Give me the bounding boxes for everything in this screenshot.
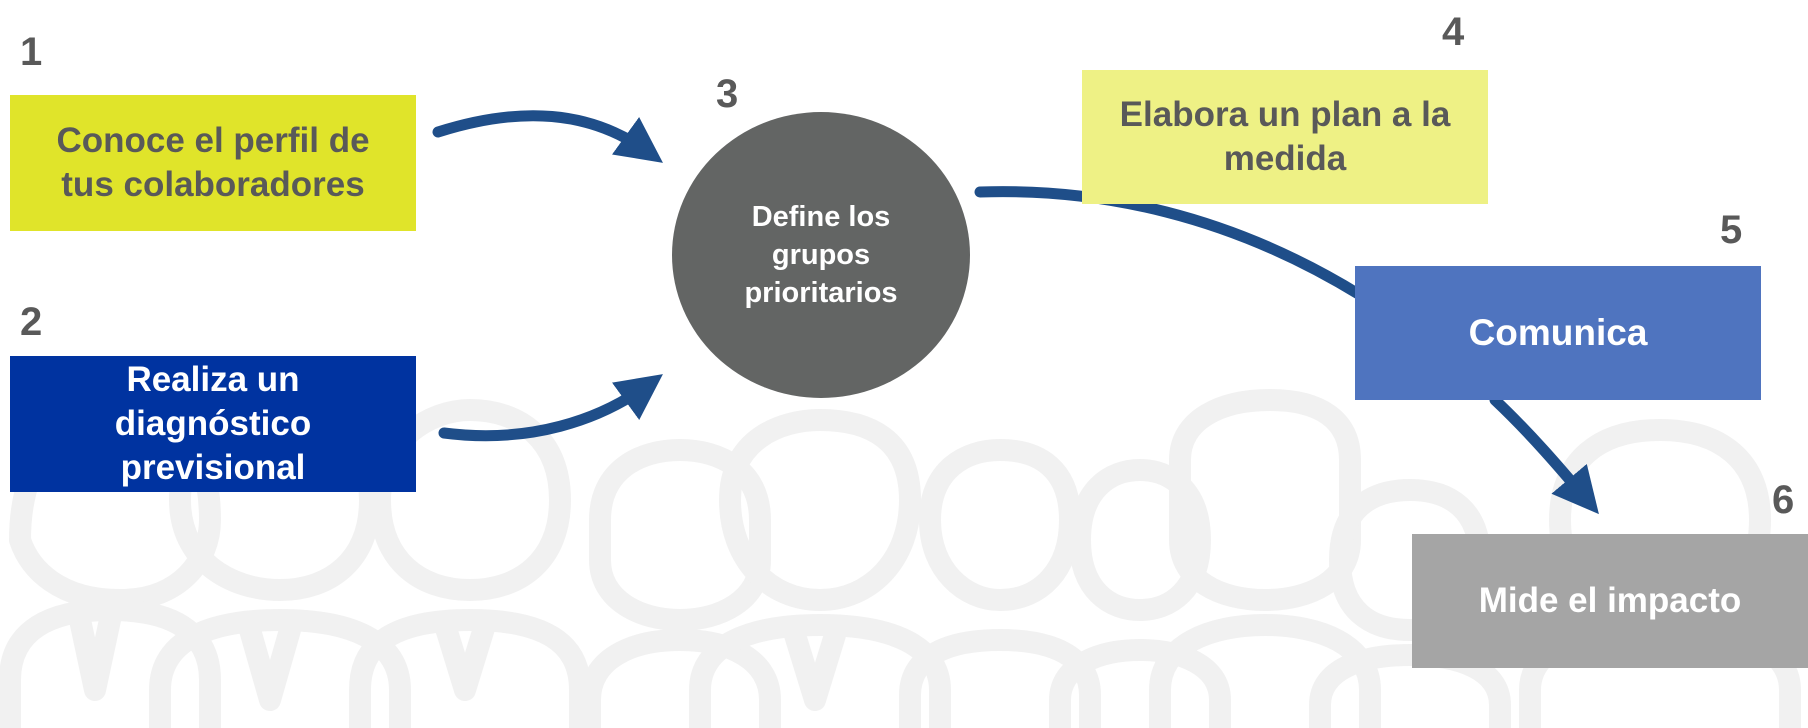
step-2-box: Realiza un diagnóstico previsional bbox=[10, 356, 416, 492]
step-4-number: 4 bbox=[1442, 10, 1465, 54]
step-1-label: Conoce el perfil de tus colaboradores bbox=[56, 121, 370, 204]
step-5-number: 5 bbox=[1720, 208, 1743, 252]
step-3-number: 3 bbox=[716, 72, 739, 116]
step-1-box: Conoce el perfil de tus colaboradores bbox=[10, 95, 416, 231]
step-2-number: 2 bbox=[20, 300, 43, 344]
step-3-label: Define los grupos prioritarios bbox=[744, 201, 898, 309]
step-2-label: Realiza un diagnóstico previsional bbox=[114, 360, 312, 487]
step-1-number: 1 bbox=[20, 30, 43, 74]
step-6-label: Mide el impacto bbox=[1478, 581, 1742, 620]
arrow-5-to-6 bbox=[1489, 394, 1599, 515]
step-3-circle: Define los grupos prioritarios bbox=[672, 112, 970, 398]
arrow-1-to-3 bbox=[432, 110, 663, 163]
arrow-2-to-3 bbox=[438, 374, 663, 442]
step-4-box: Elabora un plan a la medida bbox=[1082, 70, 1488, 204]
step-6-number: 6 bbox=[1772, 478, 1795, 522]
step-5-label: Comunica bbox=[1468, 312, 1648, 353]
arrow-3-to-5 bbox=[974, 186, 1366, 301]
step-5-box: Comunica bbox=[1355, 266, 1761, 400]
step-6-box: Mide el impacto bbox=[1412, 534, 1808, 668]
step-4-label: Elabora un plan a la medida bbox=[1119, 95, 1451, 178]
